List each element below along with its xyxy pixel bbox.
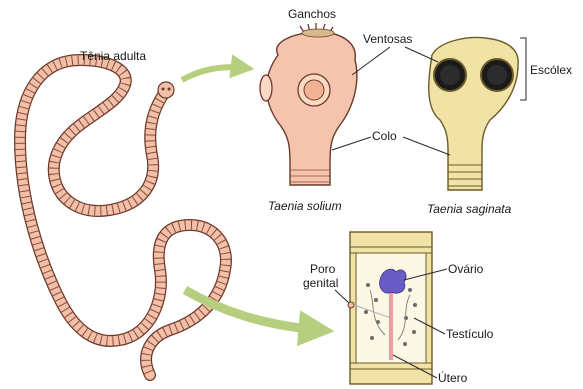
taenia-saginata-scolex bbox=[429, 38, 518, 190]
label-solium: Taenia solium bbox=[268, 199, 342, 213]
label-uterus: Útero bbox=[438, 370, 468, 385]
label-suckers: Ventosas bbox=[363, 32, 412, 46]
label-genital-pore-1: Poro bbox=[310, 262, 336, 276]
label-neck: Colo bbox=[372, 129, 397, 143]
taenia-solium-scolex bbox=[260, 23, 357, 185]
label-adult: Tênia adulta bbox=[80, 49, 146, 63]
label-testicle: Testículo bbox=[446, 327, 494, 341]
scolex-bracket bbox=[520, 38, 526, 100]
solium-sucker-side bbox=[260, 75, 272, 101]
label-scolex: Escólex bbox=[530, 63, 572, 77]
label-hooks: Ganchos bbox=[288, 7, 336, 21]
label-saginata: Taenia saginata bbox=[427, 202, 512, 216]
ovary bbox=[380, 269, 407, 293]
adult-tapeworm bbox=[20, 60, 226, 375]
adult-scolex bbox=[158, 82, 174, 98]
arrow-to-scolex bbox=[182, 67, 245, 80]
label-ovary: Ovário bbox=[448, 262, 484, 276]
label-genital-pore-2: genital bbox=[303, 276, 338, 290]
proglottid bbox=[348, 232, 432, 384]
